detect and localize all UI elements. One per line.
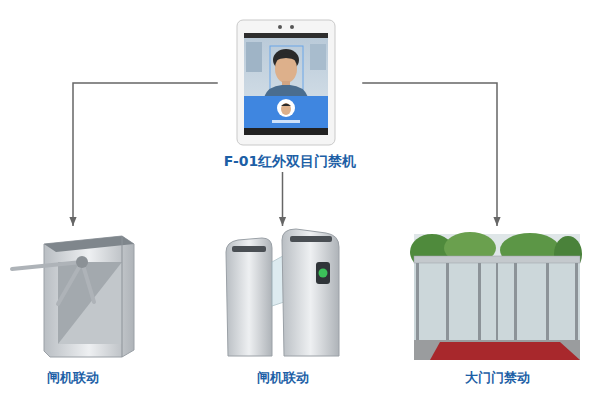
tablet-screen — [244, 33, 328, 135]
barrier-top-strip — [290, 236, 332, 242]
result-line — [272, 120, 300, 123]
turnstile-recess — [58, 262, 122, 344]
turnstile-node: 闸机联动 — [5, 226, 141, 386]
turnstile-arms — [12, 262, 94, 304]
door-mullions — [416, 263, 578, 340]
mullion — [496, 263, 498, 340]
interior — [414, 262, 580, 340]
mullion — [546, 263, 549, 340]
barrier-cabinet — [282, 229, 339, 356]
link-arrow — [73, 83, 218, 226]
barrier-indicator — [316, 262, 330, 284]
turnstile-arm — [58, 262, 82, 304]
mullion — [478, 263, 481, 340]
barrier-cabinet — [226, 238, 272, 356]
result-panel — [244, 96, 328, 128]
door-header — [414, 256, 580, 263]
person-hair — [275, 54, 297, 62]
mullion — [514, 263, 517, 340]
turnstile-edge — [122, 236, 123, 357]
face-thumbnail — [281, 104, 291, 107]
barrier-top-strip — [232, 246, 266, 252]
flap-barrier — [226, 229, 339, 356]
link-arrow — [362, 83, 497, 226]
barrier-node: 闸机联动 — [214, 226, 351, 386]
mullion — [446, 263, 449, 340]
office-background — [310, 44, 326, 70]
barrier-light — [319, 269, 328, 278]
floor — [414, 340, 580, 360]
mullion — [575, 263, 578, 340]
turnstile-body — [44, 236, 134, 357]
camera-lens — [278, 25, 282, 29]
tablet-frame — [237, 20, 335, 145]
turnstile-recess — [58, 262, 122, 344]
tripod-turnstile — [12, 236, 134, 357]
device-label: 闸机联动 — [45, 370, 101, 386]
access-terminal — [237, 20, 335, 145]
turnstile-top — [44, 236, 134, 252]
nav-bar — [244, 128, 328, 135]
office-background — [246, 42, 262, 72]
face-thumbnail — [281, 103, 291, 115]
face-thumbnail — [277, 99, 295, 117]
person-shirt — [264, 85, 308, 97]
camera-lens — [290, 25, 294, 29]
turnstile-arm — [12, 262, 82, 269]
turnstile-hub — [76, 256, 88, 268]
mullion — [416, 263, 419, 340]
red-carpet — [430, 342, 580, 360]
device-label: 闸机联动 — [255, 370, 311, 386]
glass-door — [410, 232, 582, 360]
door-node: 大门门禁动 — [408, 226, 586, 386]
terminal-node: F-01红外双目门禁机 — [218, 18, 362, 170]
link-arrow — [282, 172, 284, 226]
glass-panel — [414, 262, 580, 340]
turnstile-arm — [82, 262, 94, 302]
device-label: F-01红外双目门禁机 — [222, 153, 358, 170]
device-label: 大门门禁动 — [463, 370, 532, 386]
status-bar — [244, 33, 328, 38]
